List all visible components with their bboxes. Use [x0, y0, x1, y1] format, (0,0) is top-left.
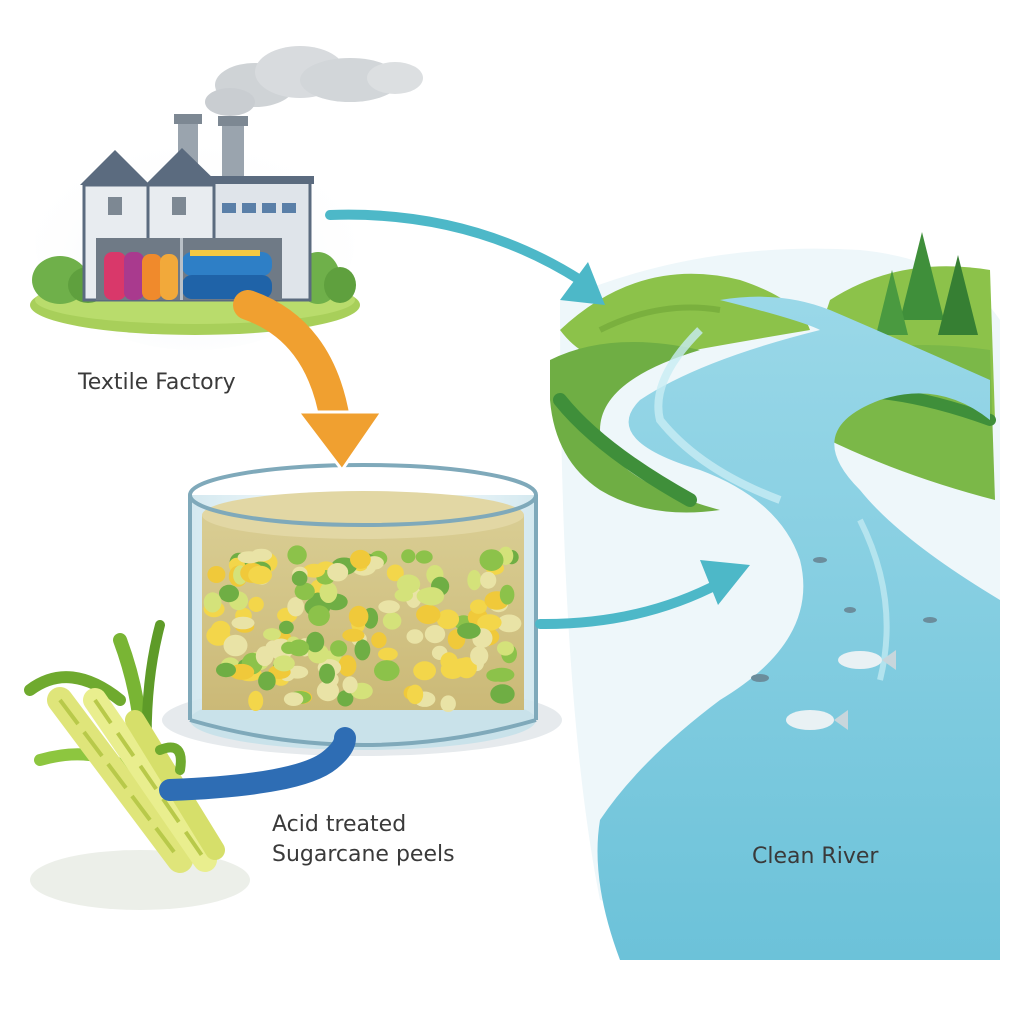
pellet [287, 597, 305, 617]
pellet [382, 612, 402, 630]
pellet [330, 640, 348, 657]
pellet [316, 680, 339, 702]
pellet [440, 695, 456, 712]
pellet [231, 616, 255, 630]
arrow-sugarcane-to-tank [159, 727, 356, 801]
sugarcane-pellets [203, 545, 522, 712]
pellet [406, 629, 424, 644]
pellet [319, 581, 338, 604]
smoke-cloud-icon [205, 46, 423, 116]
pellet [248, 565, 272, 585]
pellet [480, 571, 497, 589]
pellet [378, 600, 400, 614]
pellet [327, 563, 349, 582]
label-textile-factory: Textile Factory [78, 370, 236, 395]
pellet [497, 641, 514, 656]
label-peels-line1: Acid treated [272, 812, 407, 837]
pellet [470, 646, 489, 666]
pellet [470, 599, 487, 614]
pellet [350, 549, 371, 569]
pellet [281, 641, 297, 655]
pellet [283, 692, 304, 706]
pellet [416, 604, 441, 625]
label-peels-line2: Sugarcane peels [272, 842, 455, 867]
pellet [457, 622, 481, 639]
tank-icon [162, 463, 562, 756]
pellet [416, 587, 443, 605]
pellet [263, 628, 281, 641]
pellet [374, 660, 400, 682]
pellet [354, 639, 371, 661]
pellet [237, 551, 261, 564]
pellet [424, 625, 446, 644]
pellet [436, 609, 460, 630]
pellet [348, 605, 369, 628]
pellet [287, 545, 307, 565]
pellet [413, 661, 436, 681]
pellet [211, 620, 231, 639]
pellet [401, 549, 416, 564]
pellet [371, 632, 387, 649]
pellet [342, 628, 365, 642]
pellet [265, 640, 281, 656]
tree-icon [876, 232, 978, 335]
pellet [273, 655, 295, 672]
pellet [219, 584, 239, 603]
pellet [415, 550, 433, 564]
pellet [319, 663, 335, 684]
pellet [497, 614, 522, 633]
pellet [248, 596, 264, 613]
pellet [223, 634, 248, 657]
pellet [467, 569, 482, 591]
pellet [337, 690, 354, 707]
arrow-factory-to-tank [233, 290, 385, 473]
pellet [489, 667, 515, 682]
pellet [302, 563, 326, 578]
pellet [396, 574, 421, 594]
arrow-tank-to-river [535, 560, 750, 630]
pellet [490, 684, 515, 704]
fish-icon [751, 557, 937, 730]
pellet [203, 592, 222, 613]
pellet [378, 647, 398, 661]
pellet [258, 671, 276, 691]
pellet [479, 549, 504, 571]
label-acid-treated-sugarcane-peels: Acid treated Sugarcane peels [272, 810, 455, 870]
pellet [386, 564, 404, 582]
pellet [279, 620, 294, 635]
pellet [342, 676, 358, 694]
pellet [440, 660, 465, 679]
pellet [248, 690, 264, 712]
label-clean-river: Clean River [752, 844, 879, 869]
pellet [291, 570, 308, 586]
pellet [308, 605, 330, 626]
pellet [477, 614, 502, 631]
river-icon [550, 232, 1000, 961]
pellet [499, 584, 515, 605]
pellet [306, 631, 325, 653]
pellet [207, 566, 226, 583]
pellet [407, 684, 424, 705]
pellet [338, 655, 357, 677]
pellet [216, 662, 236, 678]
pellet [294, 582, 315, 601]
factory-icon [30, 46, 423, 350]
arrow-factory-to-river [325, 209, 605, 305]
